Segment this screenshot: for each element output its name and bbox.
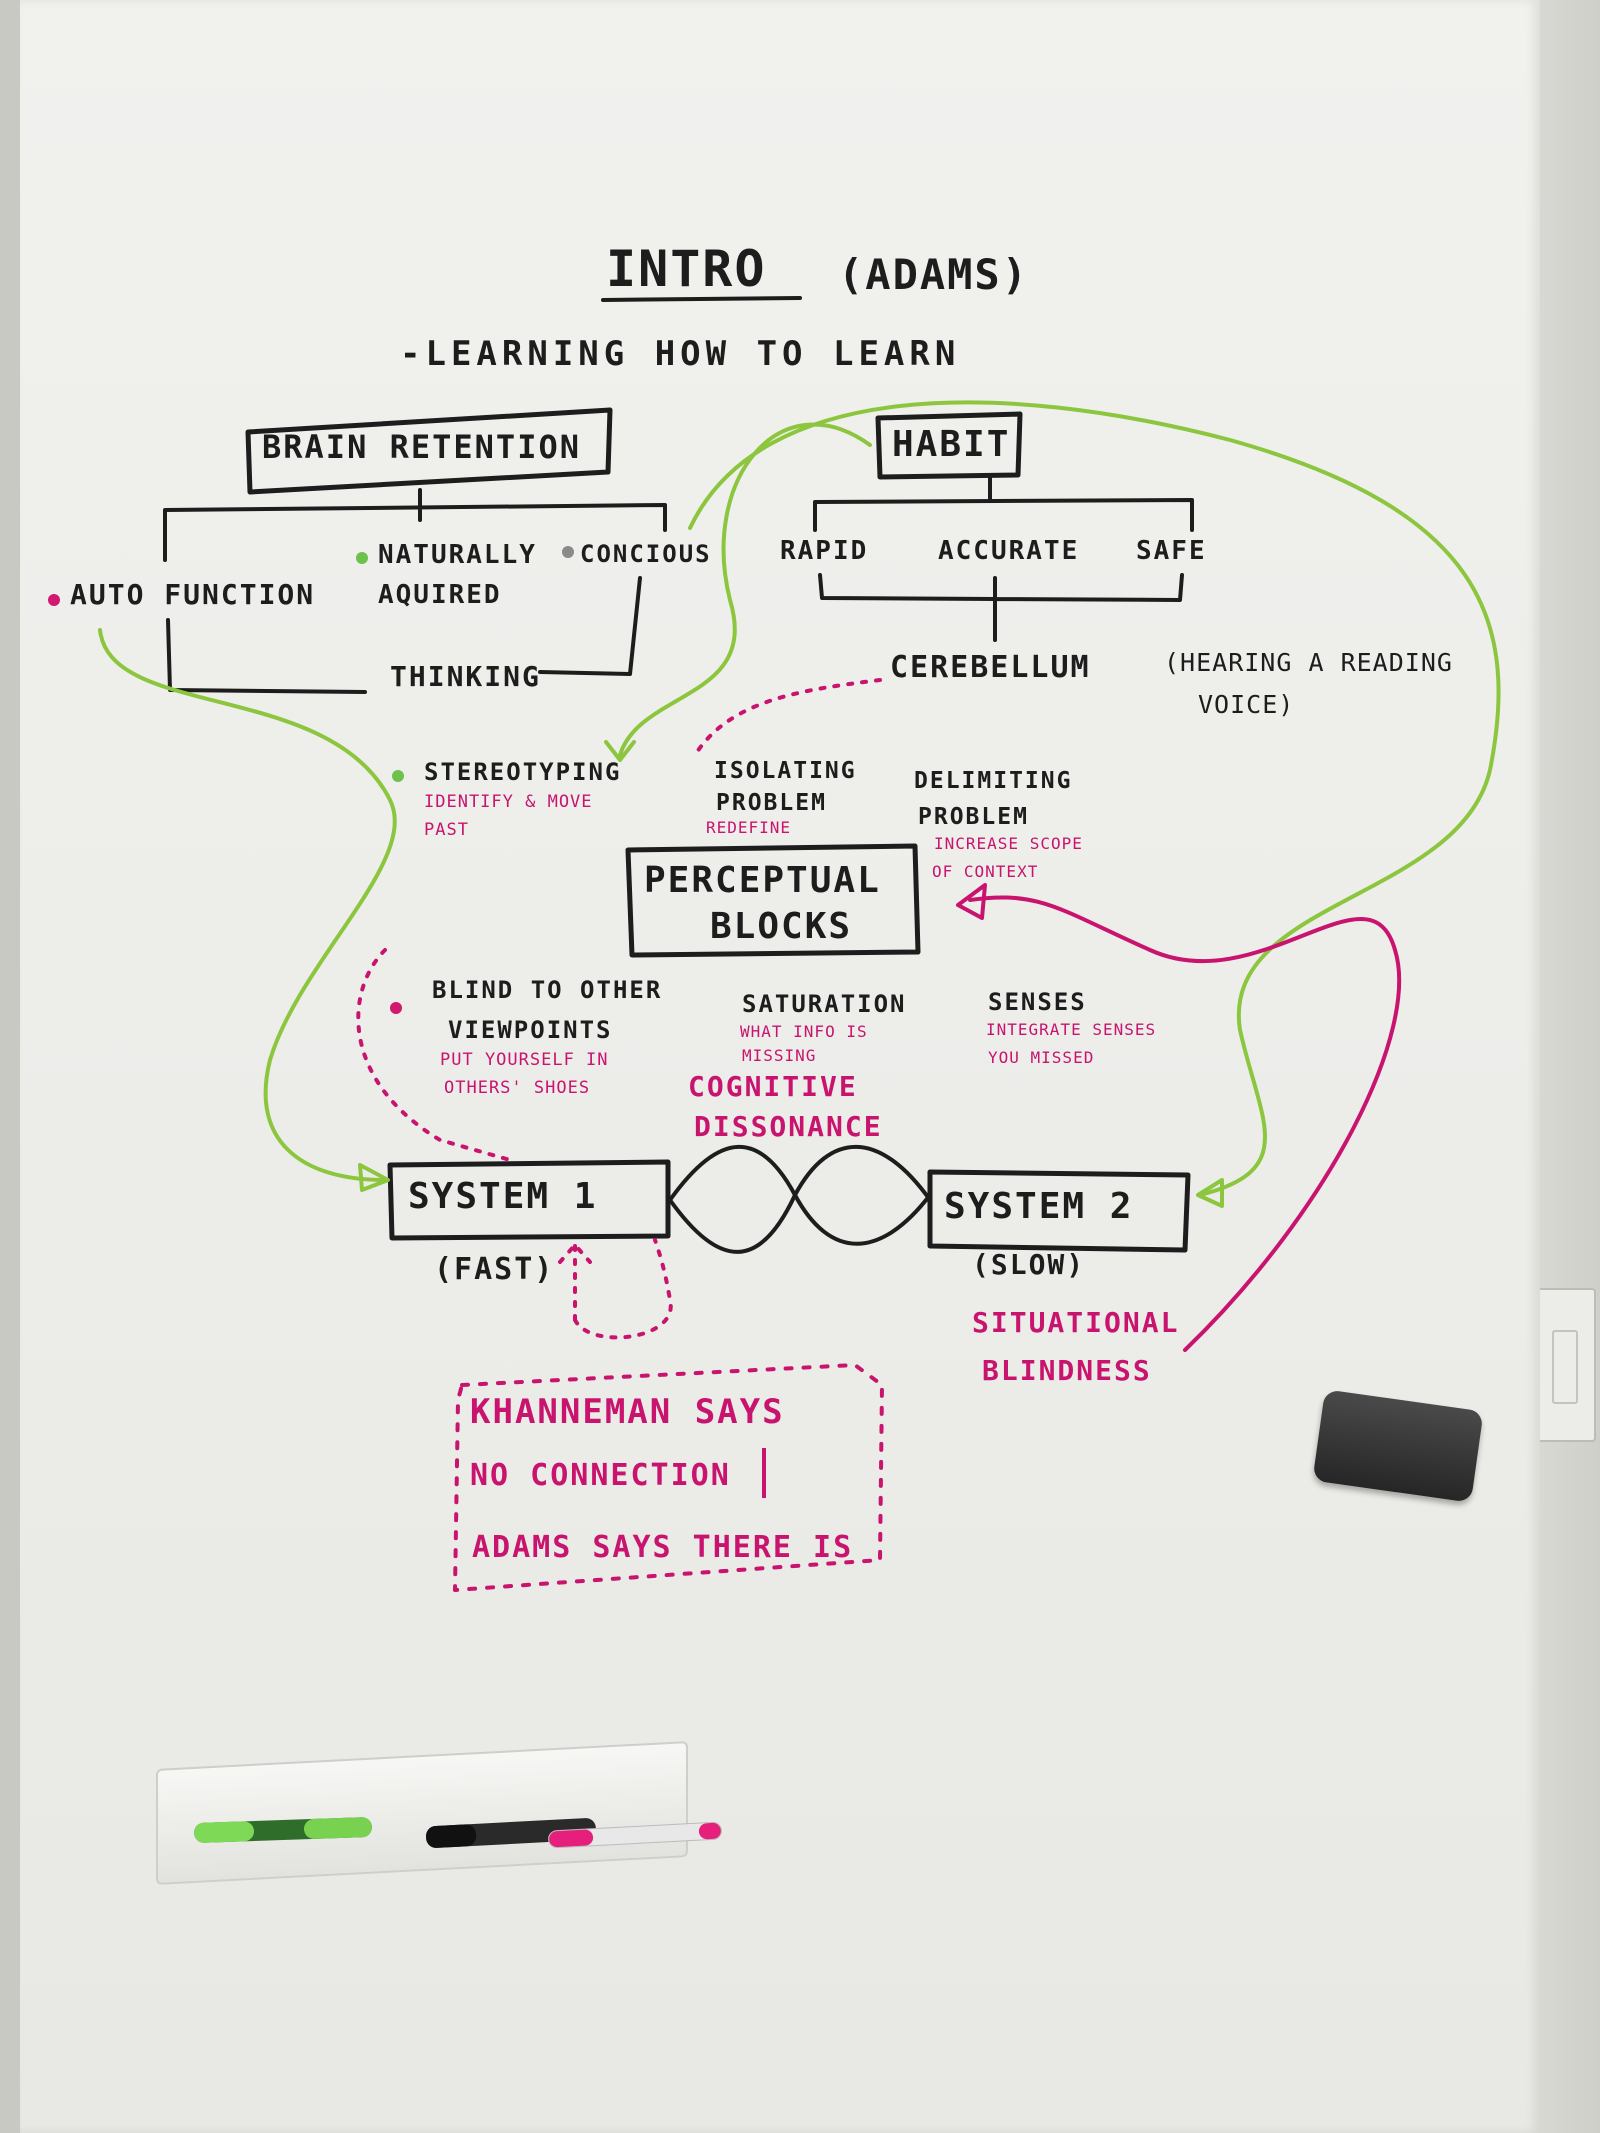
blind-note-line1: PUT YOURSELF IN bbox=[440, 1050, 609, 1070]
green-arrow-auto-to-system1 bbox=[98, 628, 397, 1182]
green-arrowhead-system2 bbox=[1196, 1178, 1224, 1208]
habit-tree bbox=[813, 476, 1194, 532]
habit-bracket bbox=[818, 573, 1184, 642]
thinking: THINKING bbox=[390, 660, 541, 693]
saturation: SATURATION bbox=[742, 990, 907, 1018]
stereotyping-note-line1: IDENTIFY & MOVE bbox=[424, 792, 593, 812]
senses: SENSES bbox=[988, 988, 1087, 1016]
situational-line1: SITUATIONAL bbox=[972, 1306, 1180, 1339]
concious: CONCIOUS bbox=[580, 540, 712, 568]
note-line2: NO CONNECTION bbox=[470, 1458, 731, 1493]
pink-arrowhead-delimiting bbox=[956, 883, 987, 920]
green-arrow-concious-to-system2 bbox=[688, 400, 1501, 1197]
blind-note-line2: OTHERS' SHOES bbox=[444, 1078, 591, 1098]
system2-sub: (SLOW) bbox=[972, 1248, 1086, 1281]
habit-label: HABIT bbox=[892, 424, 1011, 465]
note-line1: KHANNEMAN SAYS bbox=[470, 1392, 785, 1432]
situational-line2: BLINDNESS bbox=[982, 1354, 1152, 1387]
brain-retention-label: BRAIN RETENTION bbox=[262, 428, 581, 466]
stereotyping-note-line2: PAST bbox=[424, 820, 469, 840]
note-line3: ADAMS SAYS THERE IS bbox=[472, 1530, 854, 1565]
note-divider bbox=[762, 1448, 766, 1498]
rapid: RAPID bbox=[780, 536, 869, 566]
pink-arrow-situational-to-delimiting bbox=[968, 895, 1402, 1352]
isolating-line1: ISOLATING bbox=[714, 758, 857, 784]
naturally-line1: NATURALLY bbox=[378, 540, 537, 570]
green-arrowhead-stereotyping bbox=[604, 740, 636, 762]
green-arrowhead-system1 bbox=[358, 1163, 390, 1192]
bullet-stereotyping bbox=[392, 770, 404, 782]
isolating-line2: PROBLEM bbox=[716, 790, 827, 816]
system1-label: SYSTEM 1 bbox=[408, 1176, 598, 1217]
cerebellum: CEREBELLUM bbox=[890, 650, 1091, 685]
delimiting-note-line2: OF CONTEXT bbox=[932, 862, 1039, 881]
senses-note-line1: INTEGRATE SENSES bbox=[986, 1020, 1157, 1039]
safe: SAFE bbox=[1136, 536, 1207, 566]
pink-dotted-blind-to-system1 bbox=[356, 948, 512, 1162]
pink-dotted-loop-fast bbox=[558, 1238, 673, 1340]
cognitive-line2: DISSONANCE bbox=[694, 1110, 883, 1143]
hearing-line2: VOICE) bbox=[1198, 690, 1295, 719]
bullet-auto-function bbox=[48, 594, 60, 606]
accurate: ACCURATE bbox=[938, 536, 1080, 566]
naturally-line2: AQUIRED bbox=[378, 580, 502, 610]
delimiting-note-line1: INCREASE SCOPE bbox=[934, 834, 1083, 853]
blind-line2: VIEWPOINTS bbox=[448, 1016, 613, 1044]
senses-note-line2: YOU MISSED bbox=[988, 1048, 1095, 1067]
auto-function: AUTO FUNCTION bbox=[70, 578, 316, 611]
perceptual-label-line2: BLOCKS bbox=[710, 906, 853, 947]
habit-box bbox=[875, 411, 1023, 480]
delimiting-line1: DELIMITING bbox=[914, 768, 1073, 794]
hearing-line1: (HEARING A READING bbox=[1164, 648, 1453, 677]
stereotyping: STEREOTYPING bbox=[424, 758, 622, 786]
delimiting-line2: PROBLEM bbox=[918, 804, 1029, 830]
saturation-note-line2: MISSING bbox=[742, 1046, 817, 1065]
perceptual-blocks-box bbox=[625, 843, 921, 958]
cognitive-line1: COGNITIVE bbox=[688, 1070, 858, 1103]
system2-label: SYSTEM 2 bbox=[944, 1186, 1134, 1227]
title: INTRO bbox=[606, 240, 767, 298]
isolating-note: REDEFINE bbox=[706, 818, 792, 837]
title-suffix: (ADAMS) bbox=[838, 250, 1030, 299]
subtitle: -LEARNING HOW TO LEARN bbox=[400, 334, 961, 374]
perceptual-label-line1: PERCEPTUAL bbox=[644, 860, 881, 901]
system2-box bbox=[927, 1169, 1191, 1253]
green-arrow-habit-to-stereotyping bbox=[618, 422, 872, 757]
saturation-note-line1: WHAT INFO IS bbox=[740, 1022, 868, 1041]
blind-line1: BLIND TO OTHER bbox=[432, 976, 663, 1004]
bullet-naturally bbox=[356, 552, 368, 564]
brain-tree bbox=[163, 488, 667, 562]
system1-sub: (FAST) bbox=[434, 1252, 555, 1287]
bullet-concious bbox=[562, 546, 574, 558]
system1-box bbox=[387, 1159, 671, 1241]
bullet-blind bbox=[390, 1002, 402, 1014]
dissonance-wave-b bbox=[668, 1144, 932, 1254]
wall-right bbox=[1540, 0, 1600, 2133]
title-underline bbox=[601, 296, 802, 302]
brain-retention-box bbox=[245, 407, 613, 495]
pink-dotted-cerebellum bbox=[693, 678, 882, 757]
